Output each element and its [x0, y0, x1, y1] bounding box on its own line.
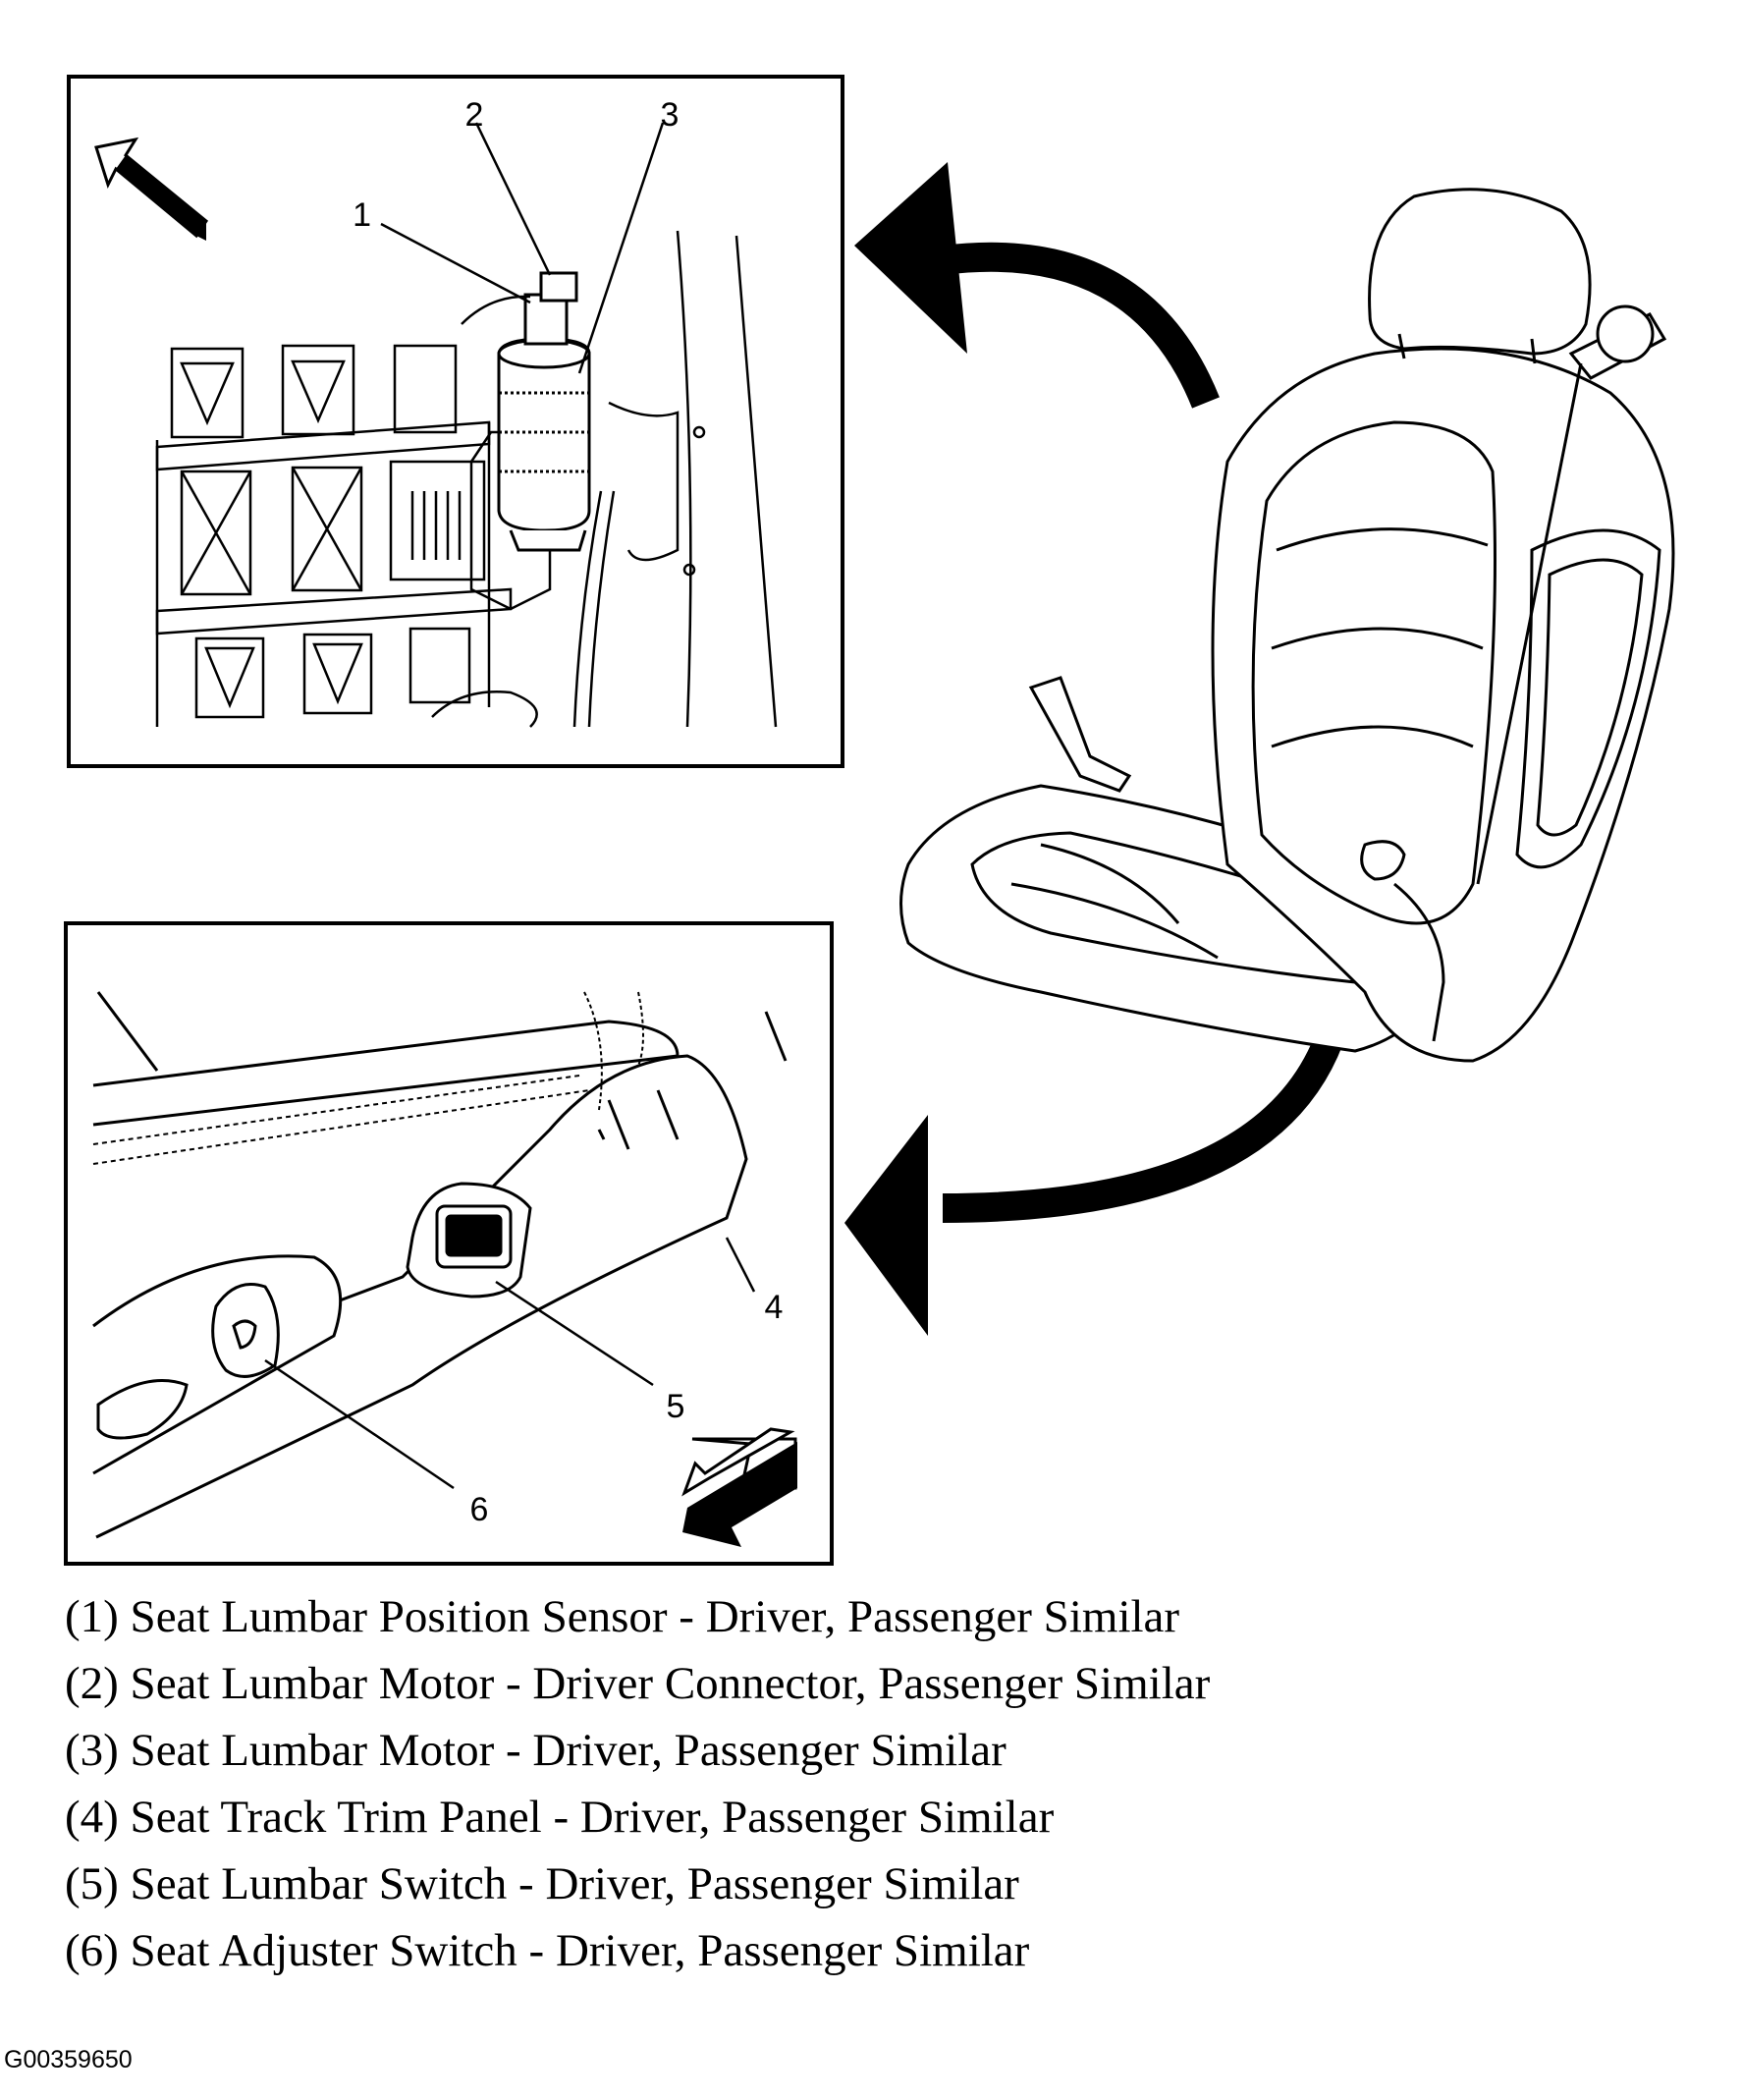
- top-leader-lines: [380, 122, 665, 374]
- seat-adjuster-switch: [92, 1254, 343, 1475]
- lumbar-motor: [497, 271, 591, 552]
- legend-item-2: (2) Seat Lumbar Motor - Driver Connector…: [65, 1658, 1211, 1709]
- callout-4: 4: [765, 1289, 784, 1326]
- callout-1: 1: [353, 196, 371, 234]
- bottom-detail-inset: 4 5 6: [64, 921, 834, 1566]
- pointer-arrow-to-top-inset: [854, 162, 1220, 409]
- legend-item-6: (6) Seat Adjuster Switch - Driver, Passe…: [65, 1925, 1030, 1976]
- seat-headrest: [1368, 188, 1592, 356]
- component-legend: (1) Seat Lumbar Position Sensor - Driver…: [65, 1583, 1210, 1984]
- seat-diagram: 1 2 3: [64, 75, 1675, 1566]
- seat-frame-lines: [431, 230, 778, 728]
- top-detail-inset: 1 2 3: [67, 75, 844, 768]
- seat-backrest: [1211, 347, 1675, 1063]
- callout-5: 5: [667, 1388, 685, 1425]
- lumbar-switch: [406, 1182, 532, 1299]
- legend-item-1: (1) Seat Lumbar Position Sensor - Driver…: [65, 1591, 1180, 1642]
- forward-direction-arrow-bottom-icon: [681, 1427, 797, 1547]
- lumbar-support-grid: [155, 344, 513, 727]
- legend-item-4: (4) Seat Track Trim Panel - Driver, Pass…: [65, 1792, 1055, 1843]
- bottom-leader-lines: [264, 1237, 756, 1490]
- legend-item-3: (3) Seat Lumbar Motor - Driver, Passenge…: [65, 1725, 1007, 1776]
- seat-track-trim-panel: [92, 991, 788, 1539]
- callout-3: 3: [661, 96, 680, 134]
- forward-direction-arrow-icon: [94, 137, 209, 241]
- seat-illustration: [899, 188, 1675, 1063]
- figure-id: G00359650: [4, 2046, 133, 2073]
- callout-6: 6: [470, 1491, 489, 1528]
- callout-2: 2: [465, 96, 484, 134]
- legend-item-5: (5) Seat Lumbar Switch - Driver, Passeng…: [65, 1858, 1019, 1909]
- pointer-arrow-to-bottom-inset: [844, 1022, 1348, 1336]
